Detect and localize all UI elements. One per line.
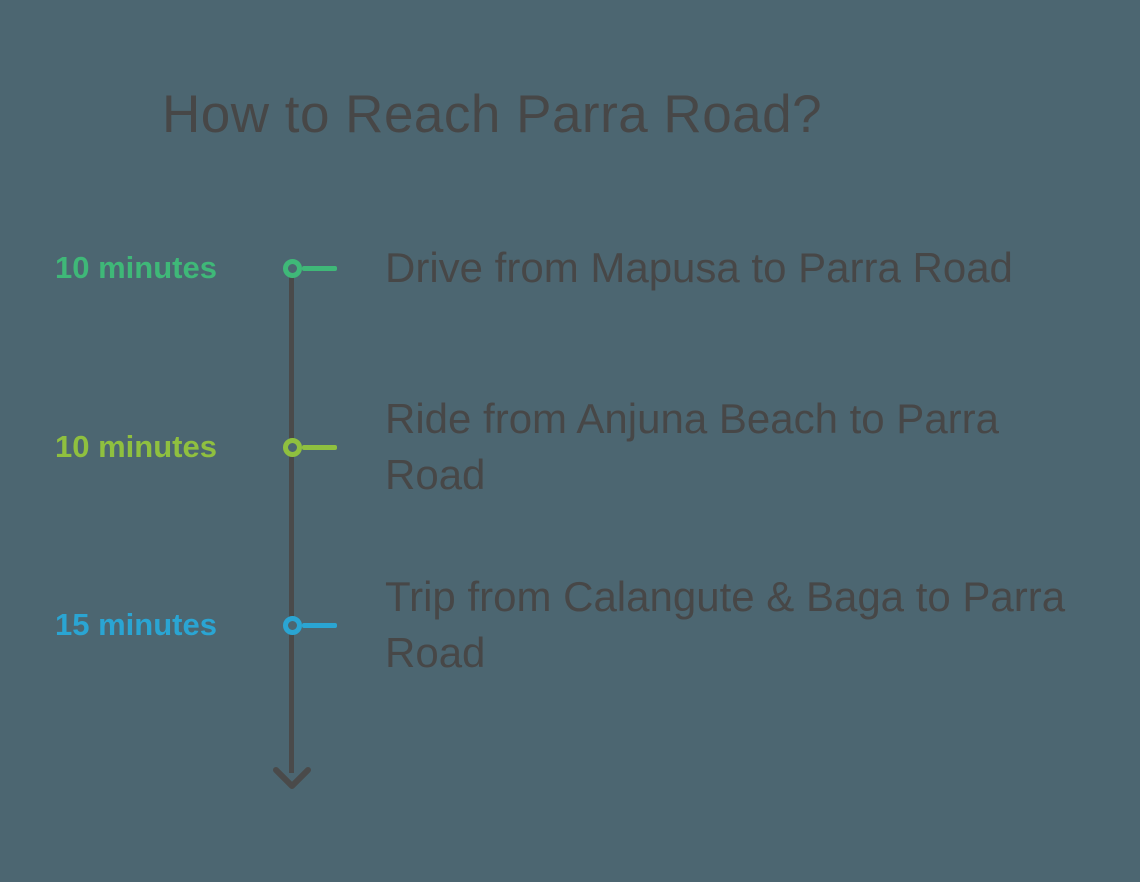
duration-label: 15 minutes [55, 607, 217, 642]
timeline-marker-ring-icon [283, 616, 302, 635]
arrow-down-icon [272, 764, 312, 794]
step-description: Trip from Calangute & Baga to Parra Road [385, 573, 1066, 676]
step-description: Ride from Anjuna Beach to Parra Road [385, 395, 1000, 498]
timeline-marker-tick-icon [302, 445, 337, 450]
duration-label: 10 minutes [55, 250, 217, 285]
step-description: Drive from Mapusa to Parra Road [385, 244, 1013, 291]
page-title: How to Reach Parra Road? [162, 85, 823, 144]
timeline-marker-ring-icon [283, 259, 302, 278]
timeline-axis [289, 268, 294, 773]
duration-label: 10 minutes [55, 429, 217, 464]
arrow-down-chevron [273, 767, 311, 789]
timeline-marker-tick-icon [302, 623, 337, 628]
timeline-marker-ring-icon [283, 438, 302, 457]
timeline-marker-tick-icon [302, 266, 337, 271]
